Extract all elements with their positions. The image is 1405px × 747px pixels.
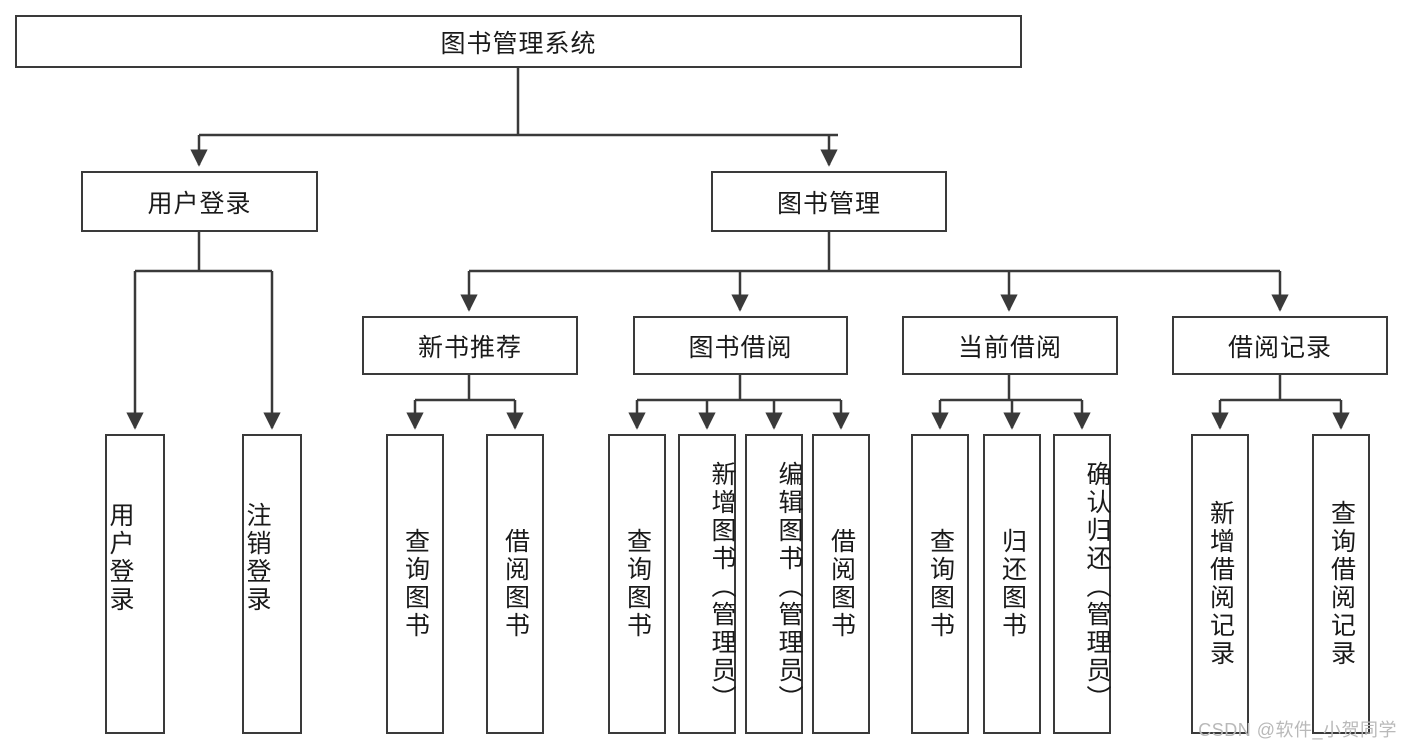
node-root-label: 图书管理系统: [440, 29, 597, 58]
node-root[interactable]: 图书管理系统: [15, 15, 1022, 68]
node-leaf-edit-book-admin-label: 编辑图书（管理员）: [775, 461, 803, 713]
node-book-borrow-label: 图书借阅: [688, 333, 793, 362]
node-leaf-return-book-label: 归还图书: [998, 528, 1027, 640]
node-borrow-record-label: 借阅记录: [1227, 333, 1332, 362]
node-leaf-query-book-1[interactable]: 查询图书: [386, 434, 444, 734]
node-current-borrow[interactable]: 当前借阅: [902, 316, 1118, 375]
node-leaf-logout-login-label: 注销登录: [243, 502, 271, 614]
node-leaf-query-borrow-record-label: 查询借阅记录: [1327, 500, 1356, 668]
node-leaf-add-book-admin-label: 新增图书（管理员）: [708, 461, 736, 713]
node-leaf-query-book-2[interactable]: 查询图书: [608, 434, 666, 734]
node-leaf-query-book-1-label: 查询图书: [401, 528, 430, 640]
node-leaf-confirm-return-admin-label: 确认归还（管理员）: [1083, 461, 1111, 713]
node-current-borrow-label: 当前借阅: [957, 333, 1062, 362]
node-user-login-label: 用户登录: [147, 189, 252, 218]
node-leaf-user-login-label: 用户登录: [106, 502, 134, 614]
node-new-book-recommend[interactable]: 新书推荐: [362, 316, 578, 375]
node-leaf-query-book-3-label: 查询图书: [926, 528, 955, 640]
node-leaf-borrow-book-1-label: 借阅图书: [501, 528, 530, 640]
node-leaf-add-book-admin[interactable]: 新增图书（管理员）: [678, 434, 736, 734]
node-borrow-record[interactable]: 借阅记录: [1172, 316, 1388, 375]
node-book-management[interactable]: 图书管理: [711, 171, 947, 232]
node-leaf-user-login[interactable]: 用户登录: [105, 434, 165, 734]
node-leaf-add-borrow-record[interactable]: 新增借阅记录: [1191, 434, 1249, 734]
node-book-borrow[interactable]: 图书借阅: [633, 316, 848, 375]
node-user-login[interactable]: 用户登录: [81, 171, 318, 232]
node-book-management-label: 图书管理: [776, 189, 881, 218]
node-leaf-add-borrow-record-label: 新增借阅记录: [1206, 500, 1235, 668]
node-leaf-query-book-3[interactable]: 查询图书: [911, 434, 969, 734]
node-leaf-borrow-book-1[interactable]: 借阅图书: [486, 434, 544, 734]
node-leaf-query-book-2-label: 查询图书: [623, 528, 652, 640]
node-leaf-edit-book-admin[interactable]: 编辑图书（管理员）: [745, 434, 803, 734]
node-leaf-return-book[interactable]: 归还图书: [983, 434, 1041, 734]
node-new-book-recommend-label: 新书推荐: [417, 333, 522, 362]
node-leaf-query-borrow-record[interactable]: 查询借阅记录: [1312, 434, 1370, 734]
node-leaf-confirm-return-admin[interactable]: 确认归还（管理员）: [1053, 434, 1111, 734]
node-leaf-logout-login[interactable]: 注销登录: [242, 434, 302, 734]
node-leaf-borrow-book-2-label: 借阅图书: [827, 528, 856, 640]
node-leaf-borrow-book-2[interactable]: 借阅图书: [812, 434, 870, 734]
